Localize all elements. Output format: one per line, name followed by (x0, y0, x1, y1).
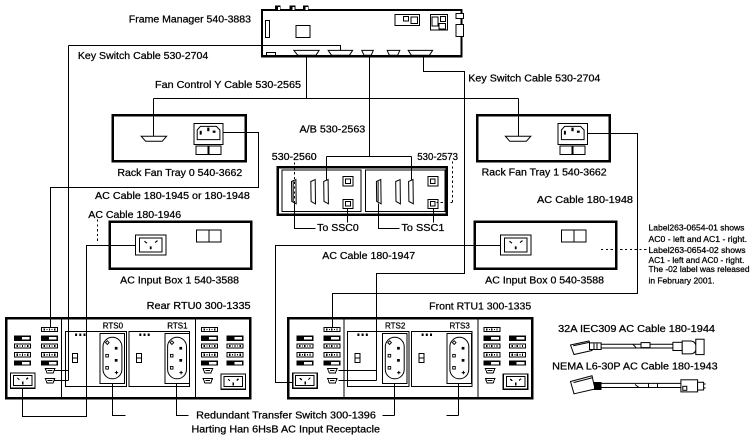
svg-text:RTS1: RTS1 (167, 321, 188, 330)
svg-text:in February 2001.: in February 2001. (649, 275, 715, 285)
svg-text:AC Cable 180-1947: AC Cable 180-1947 (322, 251, 415, 262)
svg-text:Rack Fan Tray 0 540-3662: Rack Fan Tray 0 540-3662 (117, 168, 242, 179)
svg-text:RTS2: RTS2 (385, 321, 406, 330)
svg-text:AC0 - left and AC1 - right.: AC0 - left and AC1 - right. (649, 234, 748, 244)
svg-text:NEMA L6-30P AC Cable 180-1943: NEMA L6-30P AC Cable 180-1943 (552, 361, 718, 372)
svg-text:Key Switch Cable 530-2704: Key Switch Cable 530-2704 (468, 74, 601, 85)
svg-text:A/B 530-2563: A/B 530-2563 (300, 125, 366, 136)
svg-text:AC Input Box 0 540-3588: AC Input Box 0 540-3588 (485, 275, 604, 286)
svg-text:Front RTU1 300-1335: Front RTU1 300-1335 (429, 301, 531, 312)
svg-text:530-2560: 530-2560 (272, 152, 317, 163)
svg-text:The -02 label was released: The -02 label was released (649, 264, 750, 274)
svg-text:Frame Manager 540-3883: Frame Manager 540-3883 (129, 14, 252, 25)
svg-text:Redundant Transfer Switch 300-: Redundant Transfer Switch 300-1396 (196, 410, 376, 421)
svg-text:To SSC1: To SSC1 (401, 223, 445, 234)
svg-text:RTS0: RTS0 (103, 321, 124, 330)
svg-text:AC Cable 180-1945 or 180-1948: AC Cable 180-1945 or 180-1948 (95, 191, 250, 202)
svg-text:Key Switch Cable 530-2704: Key Switch Cable 530-2704 (78, 51, 209, 62)
svg-text:Rack Fan Tray 1 540-3662: Rack Fan Tray 1 540-3662 (482, 168, 607, 179)
svg-text:AC Cable 180-1948: AC Cable 180-1948 (537, 195, 633, 206)
svg-text:To SSC0: To SSC0 (317, 223, 359, 234)
svg-text:Label263-0654-02 shows: Label263-0654-02 shows (649, 245, 746, 255)
svg-text:Label263-0654-01 shows: Label263-0654-01 shows (649, 223, 745, 233)
svg-text:530-2573: 530-2573 (417, 152, 458, 163)
svg-text:AC Input Box 1 540-3588: AC Input Box 1 540-3588 (120, 275, 239, 286)
svg-text:Harting Han 6HsB AC Input Rece: Harting Han 6HsB AC Input Receptacle (192, 425, 381, 436)
svg-text:RTS3: RTS3 (450, 321, 471, 330)
svg-text:AC Cable 180-1946: AC Cable 180-1946 (88, 210, 181, 221)
svg-text:Rear RTU0 300-1335: Rear RTU0 300-1335 (147, 301, 251, 312)
svg-text:AC1 - left and AC0 - right.: AC1 - left and AC0 - right. (649, 255, 745, 265)
svg-text:Fan Control Y Cable 530-2565: Fan Control Y Cable 530-2565 (155, 80, 301, 91)
svg-text:32A IEC309 AC Cable 180-1944: 32A IEC309 AC Cable 180-1944 (558, 324, 715, 335)
